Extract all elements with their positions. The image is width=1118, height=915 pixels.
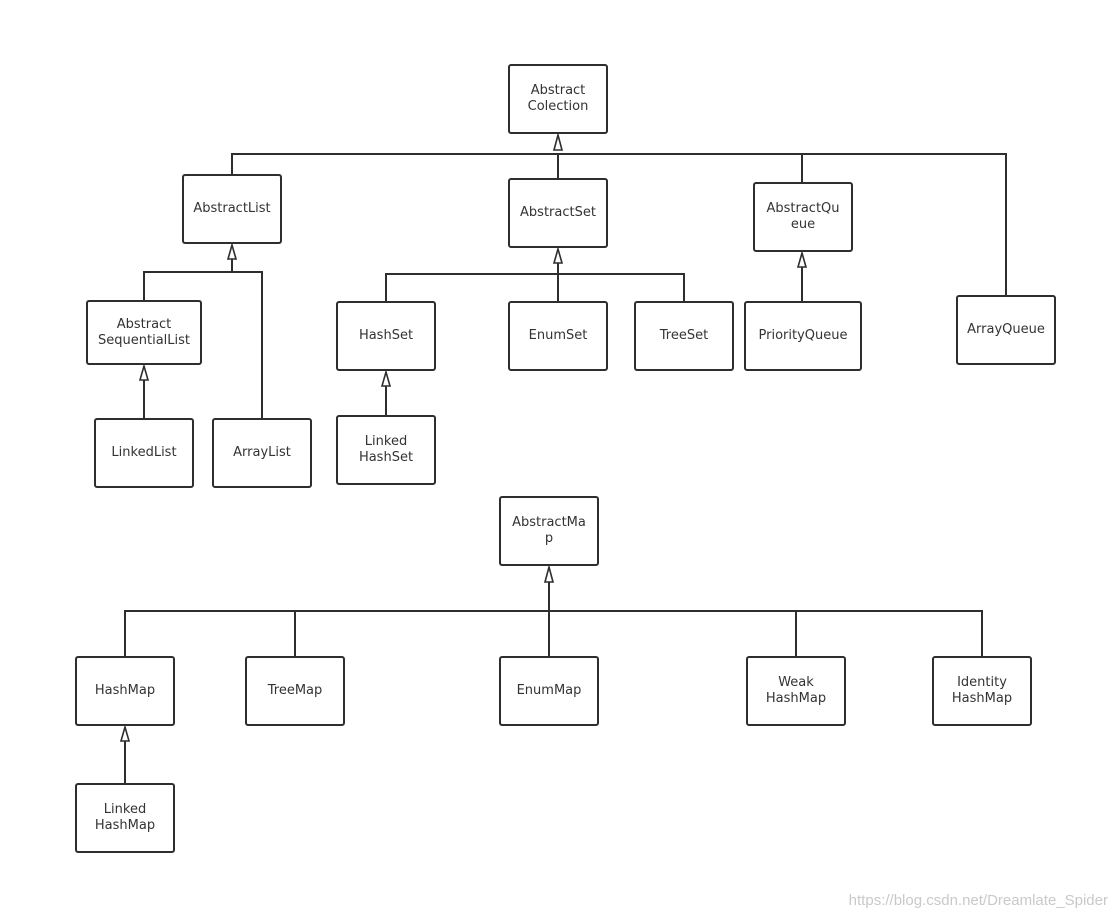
connector-identityhashmap xyxy=(796,610,983,656)
watermark-url: https://blog.csdn.net/Dreamlate_Spider xyxy=(848,892,1108,909)
connector-abstractsequentiallist xyxy=(143,271,232,300)
connector-arraylist xyxy=(231,258,263,418)
arrowhead-abstractmap xyxy=(543,563,555,583)
arrowhead-hashmap xyxy=(119,724,131,742)
array-queue-box: ArrayQueue xyxy=(956,295,1056,365)
enum-map-box: EnumMap xyxy=(499,656,599,726)
arrowhead-abstractsequentiallist xyxy=(138,363,150,381)
abstract-sequential-list-box: Abstract SequentialList xyxy=(86,300,202,365)
linked-hash-map-box: Linked HashMap xyxy=(75,783,175,853)
arrowhead-abstractset xyxy=(552,246,564,264)
abstract-collection-box: Abstract Colection xyxy=(508,64,608,134)
abstract-map-box: AbstractMa p xyxy=(499,496,599,566)
arrowhead-abstractlist xyxy=(226,242,238,260)
abstract-set-box: AbstractSet xyxy=(508,178,608,248)
arrowhead-abstractqueue xyxy=(796,250,808,268)
arrowhead-abstractcollection xyxy=(552,131,564,151)
linked-list-box: LinkedList xyxy=(94,418,194,488)
arrowhead-hashset xyxy=(380,369,392,387)
enum-set-box: EnumSet xyxy=(508,301,608,371)
hash-set-box: HashSet xyxy=(336,301,436,371)
connector-weakhashmap xyxy=(549,610,797,656)
weak-hash-map-box: Weak HashMap xyxy=(746,656,846,726)
connector-hashset xyxy=(385,273,558,301)
array-list-box: ArrayList xyxy=(212,418,312,488)
connector-abstractlist xyxy=(231,153,558,174)
priority-queue-box: PriorityQueue xyxy=(744,301,862,371)
hash-map-box: HashMap xyxy=(75,656,175,726)
tree-set-box: TreeSet xyxy=(634,301,734,371)
connector-treeset xyxy=(558,273,685,301)
abstract-queue-box: AbstractQu eue xyxy=(753,182,853,252)
tree-map-box: TreeMap xyxy=(245,656,345,726)
linked-hash-set-box: Linked HashSet xyxy=(336,415,436,485)
connector-hashmap xyxy=(124,610,549,656)
abstract-list-box: AbstractList xyxy=(182,174,282,244)
connector-arrayqueue xyxy=(802,153,1007,295)
identity-hash-map-box: Identity HashMap xyxy=(932,656,1032,726)
